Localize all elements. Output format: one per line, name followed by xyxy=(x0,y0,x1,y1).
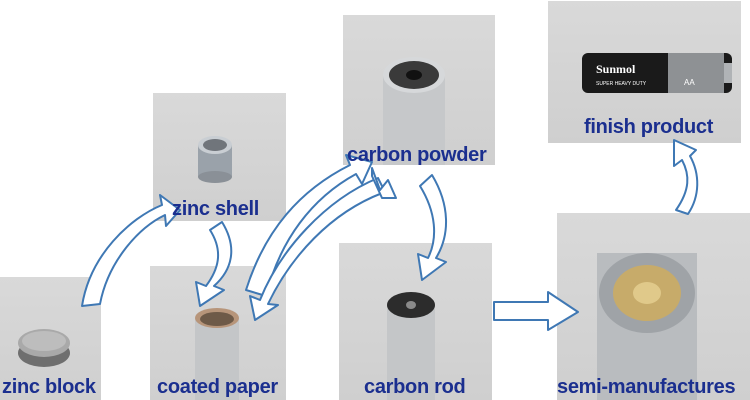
battery-size: AA xyxy=(684,78,695,87)
arrow-coated-paper-to-carbon-powder xyxy=(245,154,373,297)
label-finish-product: finish product xyxy=(584,116,714,138)
label-coated-paper: coated paper xyxy=(157,376,278,398)
label-zinc-shell: zinc shell xyxy=(172,198,260,220)
arrow-carbon-rod-to-semi-manufactures xyxy=(493,291,579,331)
carbon-rod-photo xyxy=(339,243,492,400)
label-carbon-rod: carbon rod xyxy=(364,376,466,398)
arrow-carbon-powder-to-carbon-rod xyxy=(417,174,447,281)
battery-tagline: SUPER HEAVY DUTY xyxy=(596,81,647,87)
finish-product-image: Sunmol SUPER HEAVY DUTY AA xyxy=(582,53,732,93)
zinc-shell-image xyxy=(198,136,232,183)
arrow-zinc-shell-to-coated-paper xyxy=(195,221,233,307)
label-zinc-block: zinc block xyxy=(2,376,96,398)
carbon-powder-image xyxy=(383,57,445,165)
zinc-block-image xyxy=(18,329,70,367)
arrow-semi-to-finish xyxy=(673,139,699,215)
zinc-shell-photo xyxy=(153,93,286,221)
arrow-carbon-powder-to-coated-paper xyxy=(249,177,386,321)
carbon-powder-photo xyxy=(343,15,495,165)
arrow-carbon-powder-down xyxy=(371,167,397,199)
carbon-rod-image xyxy=(387,292,435,400)
label-semi-manufactures: semi-manufactures xyxy=(557,376,736,398)
coated-paper-image xyxy=(195,308,239,400)
label-carbon-powder: carbon powder xyxy=(347,144,487,166)
arrow-zinc-block-to-zinc-shell xyxy=(81,194,181,307)
semi-manufactures-photo xyxy=(557,213,750,400)
battery-brand: Sunmol xyxy=(596,62,636,76)
semi-manufactures-image xyxy=(597,253,697,400)
finish-product-photo: Sunmol SUPER HEAVY DUTY AA xyxy=(548,1,741,143)
